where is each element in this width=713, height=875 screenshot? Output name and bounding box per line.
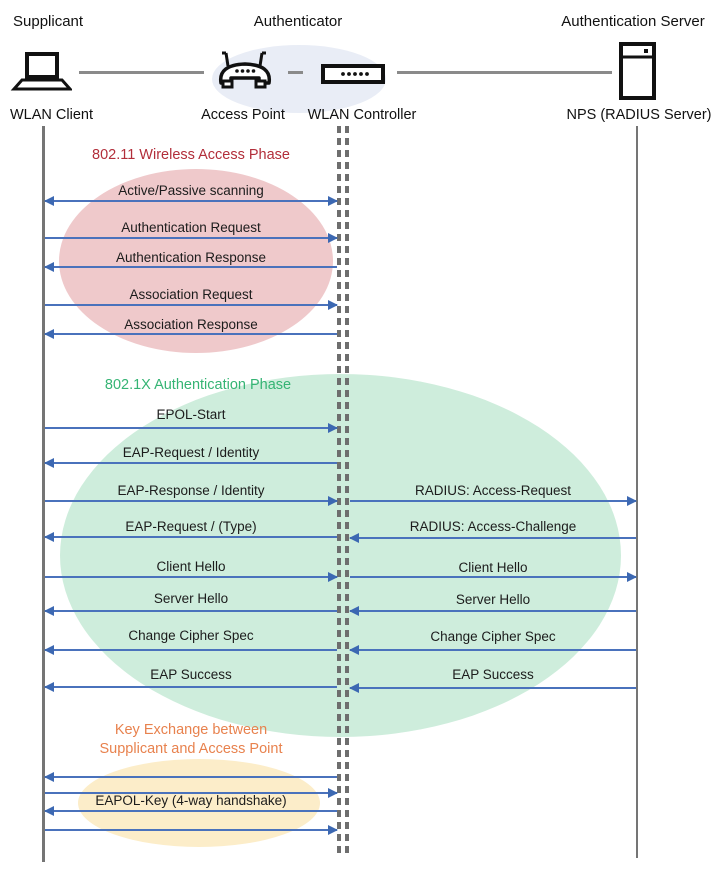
message-arrow <box>350 572 637 582</box>
message-arrow <box>350 496 637 506</box>
message-label: Client Hello <box>156 559 226 574</box>
arrowhead-right <box>328 788 338 798</box>
arrowhead-right <box>328 233 338 243</box>
message-label: Change Cipher Spec <box>128 628 254 643</box>
message-label: Authentication Response <box>115 250 267 265</box>
arrowhead-right <box>627 572 637 582</box>
message-arrow <box>44 458 337 468</box>
message-label: EAP Success <box>150 667 232 682</box>
message-arrow <box>45 825 338 835</box>
message-label: Change Cipher Spec <box>430 629 556 644</box>
wlan-controller-label: WLAN Controller <box>307 107 417 123</box>
message-label: Client Hello <box>458 560 528 575</box>
link-line-controller-server <box>397 71 612 74</box>
arrowhead-left <box>44 806 54 816</box>
message-label: EAPOL-Key (4-way handshake) <box>95 793 287 808</box>
message-arrow <box>44 772 337 782</box>
message-label: Active/Passive scanning <box>118 183 264 198</box>
message-arrow <box>44 196 338 206</box>
message-label: EAP-Request / Identity <box>122 445 260 460</box>
authenticator-role-label: Authenticator <box>253 13 343 30</box>
link-line-ap-controller <box>288 71 303 74</box>
message-label: RADIUS: Access-Challenge <box>409 519 577 534</box>
arrowhead-left <box>44 329 54 339</box>
phase-key-exchange-ellipse <box>78 759 320 847</box>
radius-server-lifeline <box>636 126 638 858</box>
message-arrow <box>45 496 338 506</box>
message-label: EPOL-Start <box>156 407 226 422</box>
arrowhead-right <box>328 423 338 433</box>
laptop-icon <box>10 52 74 97</box>
message-arrow <box>44 645 337 655</box>
message-arrow <box>45 233 338 243</box>
arrowhead-right <box>627 496 637 506</box>
phase-80211-ellipse <box>59 169 333 353</box>
arrowhead-left <box>44 532 54 542</box>
message-label: Association Request <box>129 287 253 302</box>
supplicant-role-label: Supplicant <box>13 13 84 30</box>
server-icon <box>619 42 656 105</box>
message-arrow <box>44 262 337 272</box>
wlan-client-label: WLAN Client <box>10 107 93 123</box>
arrowhead-right <box>328 496 338 506</box>
arrowhead-left <box>349 533 359 543</box>
message-arrow <box>45 423 338 433</box>
message-arrow <box>45 572 338 582</box>
phase-key-exchange-title: Key Exchange between Supplicant and Acce… <box>99 722 283 757</box>
wlan-controller-lifeline-dash-2 <box>345 126 349 854</box>
arrowhead-right <box>328 572 338 582</box>
access-point-label: Access Point <box>201 107 285 123</box>
message-arrow <box>44 532 337 542</box>
message-arrow <box>45 300 338 310</box>
message-label: Server Hello <box>153 591 229 606</box>
message-arrow <box>45 788 338 798</box>
arrowhead-right <box>328 825 338 835</box>
message-label: RADIUS: Access-Request <box>414 483 572 498</box>
wlan-client-lifeline <box>42 126 45 862</box>
arrowhead-left <box>44 262 54 272</box>
auth-server-role-label: Authentication Server <box>561 13 705 30</box>
message-label: EAP-Request / (Type) <box>125 519 257 534</box>
nps-radius-server-label: NPS (RADIUS Server) <box>566 107 712 123</box>
message-label: EAP Success <box>452 667 534 682</box>
arrowhead-right <box>328 300 338 310</box>
link-line-client-ap <box>79 71 204 74</box>
phase-8021x-title: 802.1X Authentication Phase <box>104 377 292 393</box>
message-label: Authentication Request <box>121 220 261 235</box>
wlan-controller-lifeline-dash-1 <box>337 126 341 854</box>
message-arrow <box>349 645 636 655</box>
message-label: EAP-Response / Identity <box>117 483 265 498</box>
arrowhead-left <box>349 645 359 655</box>
message-arrow <box>44 806 337 816</box>
arrowhead-left <box>44 682 54 692</box>
message-arrow <box>349 533 636 543</box>
arrowhead-left <box>349 606 359 616</box>
access-point-icon <box>215 50 275 97</box>
message-label: Association Response <box>124 317 258 332</box>
message-arrow <box>349 683 636 693</box>
arrowhead-right <box>328 196 338 206</box>
arrowhead-left <box>44 772 54 782</box>
phase-80211-title: 802.11 Wireless Access Phase <box>92 147 290 163</box>
wlan-controller-icon <box>321 64 385 89</box>
arrowhead-left <box>44 458 54 468</box>
arrowhead-left <box>44 645 54 655</box>
message-label: Server Hello <box>455 592 531 607</box>
arrowhead-left <box>349 683 359 693</box>
message-arrow <box>349 606 636 616</box>
arrowhead-left <box>44 606 54 616</box>
message-arrow <box>44 682 337 692</box>
message-arrow <box>44 329 337 339</box>
message-arrow <box>44 606 337 616</box>
arrowhead-left <box>44 196 54 206</box>
